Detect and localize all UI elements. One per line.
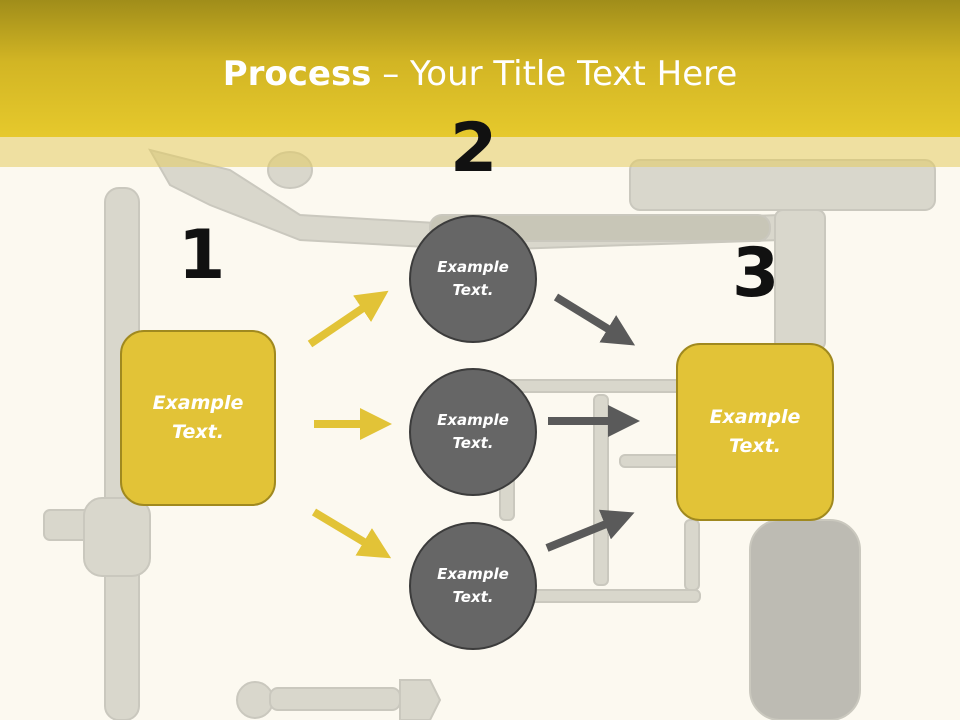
title-banner-band [0, 137, 960, 167]
process-box-right: Example Text. [676, 343, 834, 521]
process-circle-middle-label: Example Text. [437, 411, 509, 452]
process-box-right-label: Example Text. [709, 406, 801, 457]
arrow-left-to-bottom [311, 508, 392, 559]
process-box-left: Example Text. [120, 330, 276, 506]
step-number-1: 1 [178, 216, 226, 295]
title-bold: Process [222, 54, 372, 94]
process-circle-top: Example Text. [409, 215, 537, 343]
title-banner [0, 0, 960, 137]
arrow-top-to-right [553, 293, 636, 346]
arrow-bottom-to-right [545, 509, 635, 552]
arrow-left-to-top [307, 290, 389, 348]
process-circle-bottom-label: Example Text. [437, 565, 509, 606]
title-rest: – Your Title Text Here [371, 54, 738, 94]
process-box-left-label: Example Text. [152, 392, 244, 443]
process-circle-middle: Example Text. [409, 368, 537, 496]
step-number-3: 3 [732, 234, 780, 313]
process-circle-bottom: Example Text. [409, 522, 537, 650]
slide-title: Process – Your Title Text Here [0, 54, 960, 94]
process-circle-top-label: Example Text. [437, 258, 509, 299]
step-number-2: 2 [450, 109, 498, 188]
